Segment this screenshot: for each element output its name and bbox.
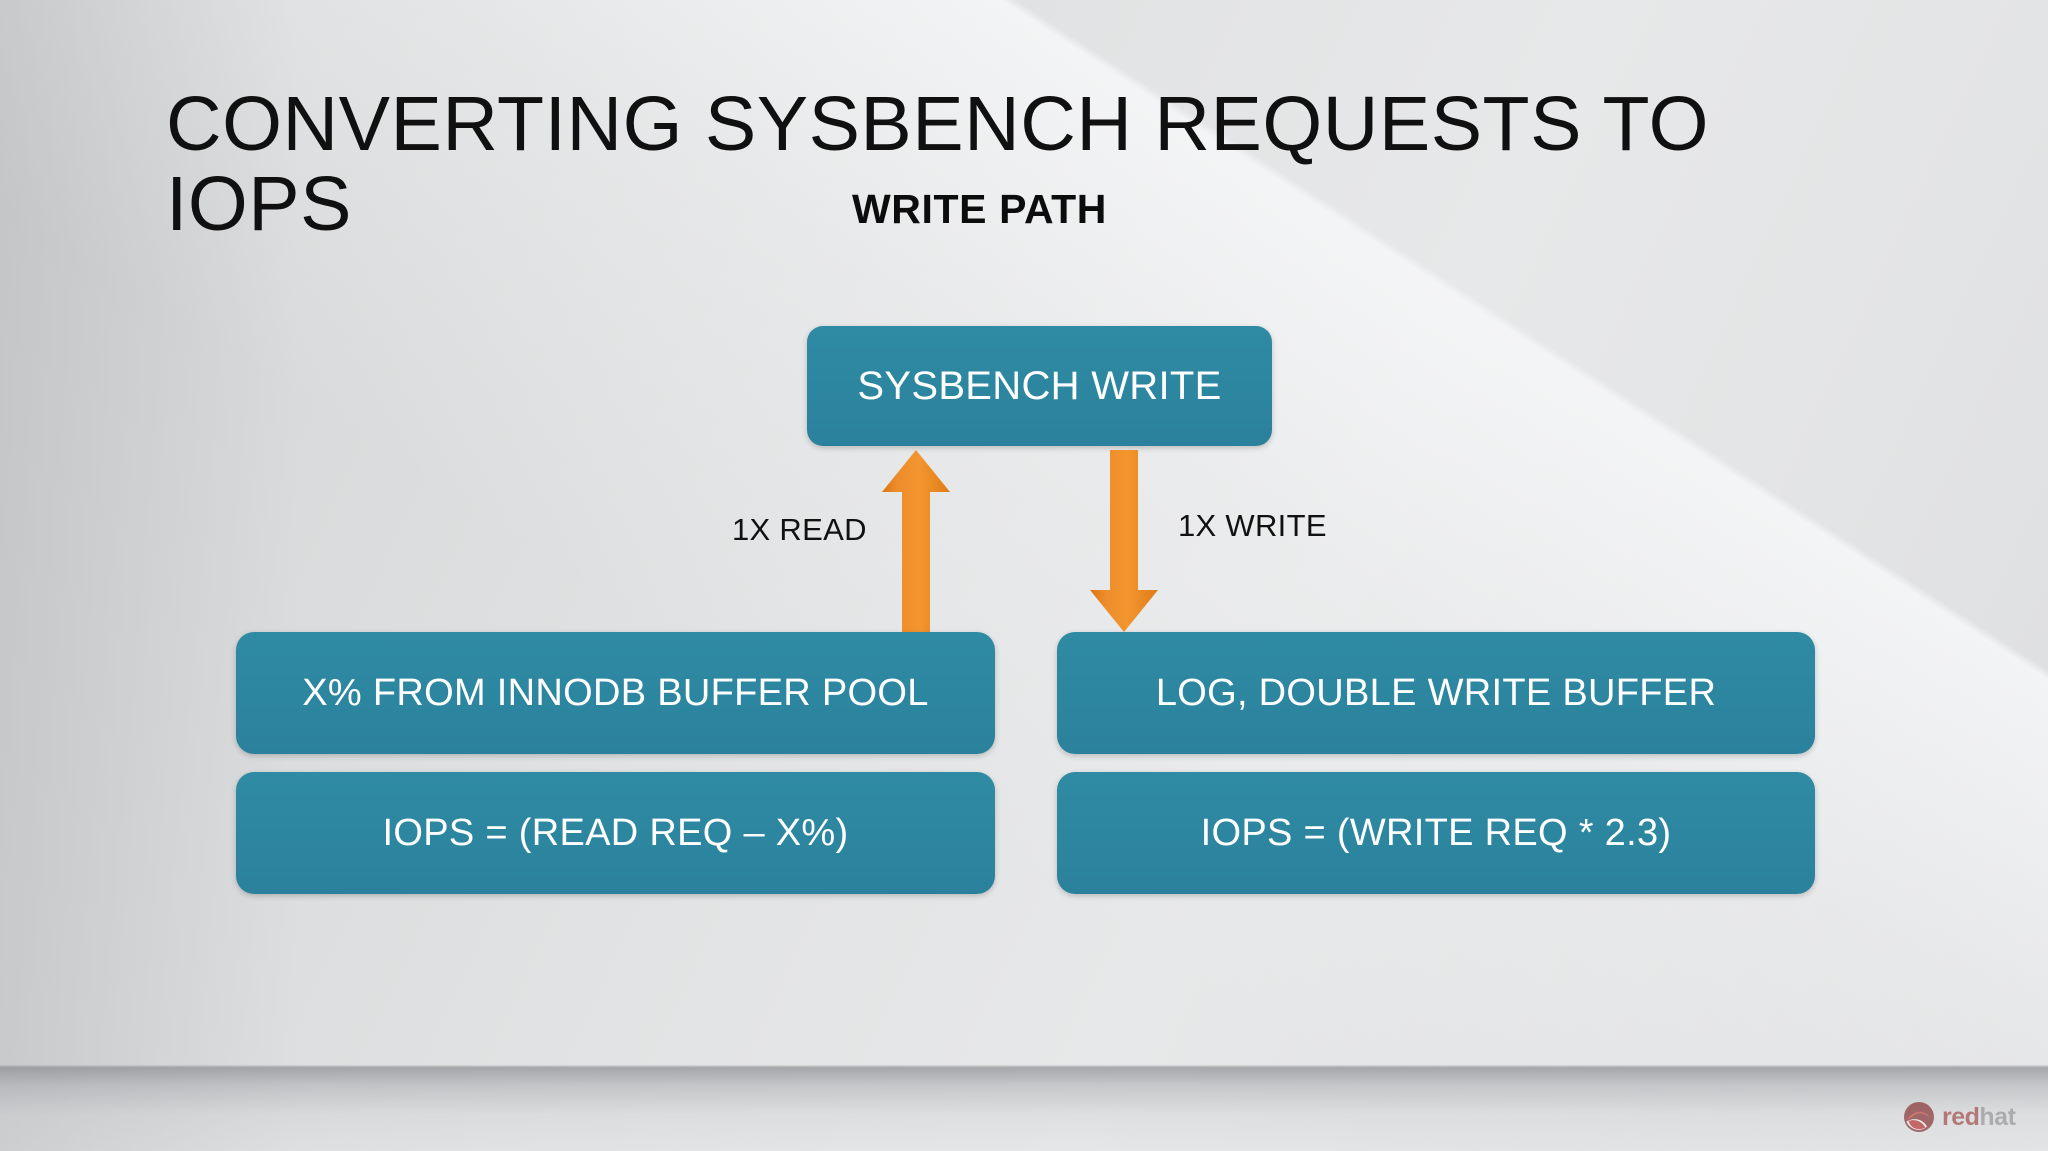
page-subtitle: WRITE PATH xyxy=(852,186,1108,232)
node-write-iops-formula: IOPS = (WRITE REQ * 2.3) xyxy=(1057,772,1815,894)
arrow-label-write: 1X WRITE xyxy=(1178,508,1327,543)
node-innodb-buffer-pool-label: X% FROM INNODB BUFFER POOL xyxy=(302,672,929,714)
node-write-iops-formula-label: IOPS = (WRITE REQ * 2.3) xyxy=(1200,812,1672,854)
arrow-down-icon xyxy=(1088,448,1160,639)
redhat-logo: redhat xyxy=(1902,1097,2026,1137)
redhat-wordmark-hat: hat xyxy=(1979,1102,2016,1131)
node-read-iops-formula-label: IOPS = (READ REQ – X%) xyxy=(382,812,849,854)
node-innodb-buffer-pool: X% FROM INNODB BUFFER POOL xyxy=(236,632,995,754)
slide-bottom-edge-shadow xyxy=(0,1055,2048,1151)
node-log-double-write-buffer-label: LOG, DOUBLE WRITE BUFFER xyxy=(1155,672,1717,714)
redhat-shadowman-icon xyxy=(1902,1100,1936,1134)
node-sysbench-write-label: SYSBENCH WRITE xyxy=(857,364,1222,408)
redhat-wordmark: redhat xyxy=(1942,1102,2016,1131)
redhat-wordmark-red: red xyxy=(1942,1102,1980,1131)
node-read-iops-formula: IOPS = (READ REQ – X%) xyxy=(236,772,995,894)
node-log-double-write-buffer: LOG, DOUBLE WRITE BUFFER xyxy=(1057,632,1815,754)
arrow-label-read: 1X READ xyxy=(732,512,867,547)
node-sysbench-write: SYSBENCH WRITE xyxy=(807,326,1272,446)
arrow-up-icon xyxy=(880,448,952,639)
page-title: CONVERTING SYSBENCH REQUESTS TO IOPS xyxy=(166,81,1709,248)
slide-background-left-shade xyxy=(0,0,300,1151)
